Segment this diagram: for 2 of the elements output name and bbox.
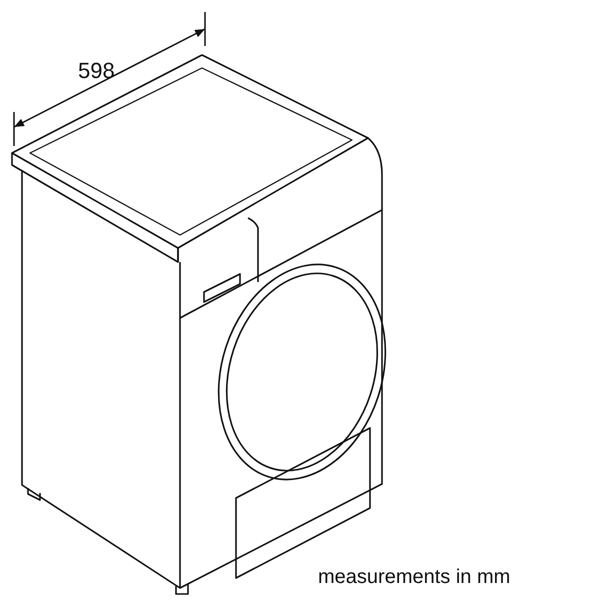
dimension-value: 598: [78, 58, 115, 84]
units-note: measurements in mm: [318, 566, 510, 589]
